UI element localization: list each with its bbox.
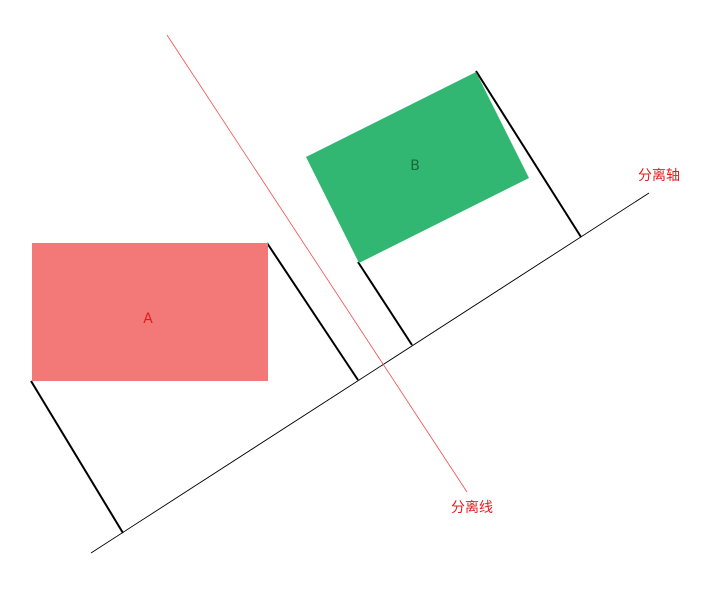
separating-axis-line [90, 192, 650, 554]
separating-line-label: 分离线 [451, 499, 493, 516]
projection-line-a-left [30, 380, 124, 534]
projection-line-b-left [357, 261, 413, 346]
separating-axis-label: 分离轴 [638, 167, 680, 184]
shape-b [306, 72, 529, 263]
projection-line-b-right [475, 70, 582, 238]
shape-a-label: A [143, 311, 153, 327]
shape-b-label: B [410, 158, 420, 174]
shape-a [32, 243, 268, 381]
projection-line-a-right [266, 242, 359, 381]
separating-line [166, 34, 468, 493]
